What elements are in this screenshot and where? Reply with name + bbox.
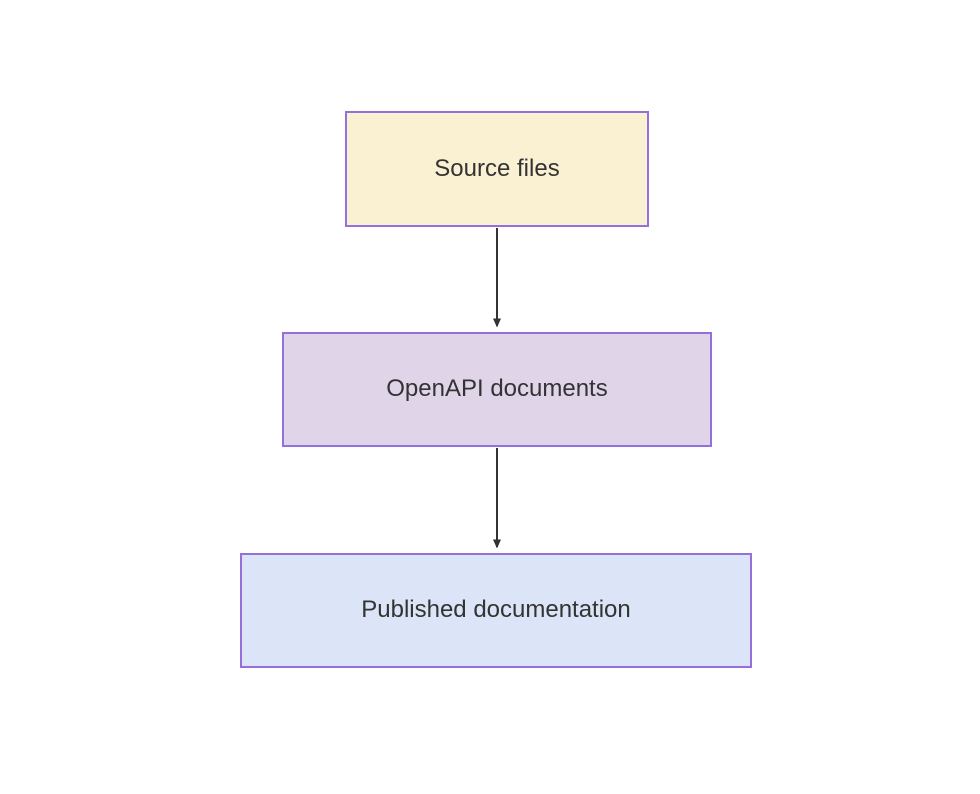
node-openapi-documents-label: OpenAPI documents	[386, 375, 608, 403]
node-published-documentation: Published documentation	[240, 553, 752, 668]
node-source-files: Source files	[345, 111, 649, 227]
node-source-files-label: Source files	[434, 154, 560, 182]
node-openapi-documents: OpenAPI documents	[282, 332, 712, 447]
node-published-documentation-label: Published documentation	[361, 596, 631, 624]
